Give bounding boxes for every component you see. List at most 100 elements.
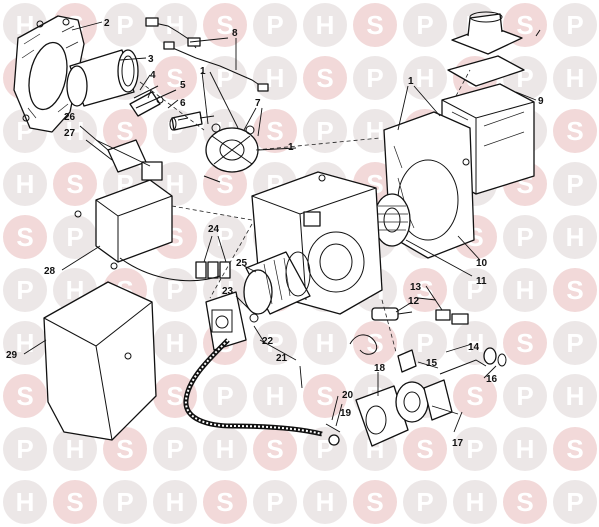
watermark-circle [453, 268, 497, 312]
watermark-circle [503, 480, 547, 524]
watermark-circle [103, 480, 147, 524]
callout-13: 13 [410, 282, 422, 293]
callout-8: 8 [232, 28, 238, 39]
watermark-letter: S [166, 381, 183, 411]
watermark-letter: P [266, 10, 283, 40]
watermark-letter: P [566, 487, 583, 517]
callout-11: 11 [476, 276, 487, 287]
watermark-letter: P [566, 10, 583, 40]
part-fan-impeller [373, 193, 411, 247]
watermark-letter: S [516, 10, 533, 40]
watermark-circle [203, 3, 247, 47]
watermark-circle [103, 3, 147, 47]
watermark-letter: P [466, 434, 483, 464]
callout-1-disc: 1 [288, 142, 294, 153]
watermark-letter: S [116, 434, 133, 464]
watermark-circle [153, 268, 197, 312]
watermark-letter: H [316, 10, 335, 40]
callout-1-right: 1 [408, 76, 414, 87]
watermark-circle [503, 215, 547, 259]
watermark-letter: S [566, 275, 583, 305]
watermark-circle [3, 480, 47, 524]
watermark-letter: H [266, 381, 285, 411]
watermark-letter: P [416, 10, 433, 40]
watermark-circle [553, 321, 597, 365]
part-blast-tube [66, 49, 139, 107]
watermark-letter: S [216, 169, 233, 199]
watermark-circle [3, 268, 47, 312]
watermark-circle [553, 215, 597, 259]
watermark-letter: H [516, 434, 535, 464]
callout-9: 9 [538, 96, 544, 107]
watermark-letter: P [16, 434, 33, 464]
watermark-circle [153, 480, 197, 524]
watermark-letter: S [66, 169, 83, 199]
watermark-circle [553, 480, 597, 524]
watermark-letter: P [516, 381, 533, 411]
watermark-circle [253, 109, 297, 153]
watermark-circle [553, 56, 597, 100]
watermark-circle [503, 427, 547, 471]
watermark-circle [303, 56, 347, 100]
watermark-letter: P [316, 116, 333, 146]
watermark-letter: P [266, 487, 283, 517]
watermark-letter: S [316, 63, 333, 93]
watermark-circle [203, 427, 247, 471]
assembly-dash-lines [139, 69, 471, 353]
part-solenoid [349, 307, 469, 355]
watermark-letter: H [216, 434, 235, 464]
callout-19: 19 [340, 408, 352, 419]
watermark-letter: S [216, 10, 233, 40]
watermark-letter: H [166, 10, 185, 40]
watermark-letter: H [166, 328, 185, 358]
watermark-circle [503, 268, 547, 312]
callout-14: 14 [468, 342, 480, 353]
watermark-letter: H [66, 434, 85, 464]
watermark-letter: H [316, 487, 335, 517]
part-tube-connector [169, 111, 215, 131]
watermark-circle [353, 56, 397, 100]
watermark-circle [203, 215, 247, 259]
watermark-letter: H [66, 116, 85, 146]
watermark-letter: S [516, 328, 533, 358]
watermark-letter: P [166, 275, 183, 305]
part-flexible-hose [183, 338, 323, 437]
watermark-circle [203, 374, 247, 418]
part-terminal-block [195, 261, 231, 279]
watermark-circle [3, 215, 47, 259]
watermark-letter: P [566, 169, 583, 199]
callout-17: 17 [452, 438, 464, 449]
watermark-letter: H [566, 63, 585, 93]
watermark-circle [253, 480, 297, 524]
watermark-circle [303, 321, 347, 365]
callout-10: 10 [476, 258, 488, 269]
watermark-circle [403, 56, 447, 100]
part-flange-gasket [13, 15, 85, 133]
watermark-letter: H [566, 222, 585, 252]
watermark-letter: S [16, 381, 33, 411]
watermark-circle [303, 3, 347, 47]
callout-27: 27 [64, 128, 76, 139]
watermark-letter: S [416, 275, 433, 305]
callout-1-top: 1 [200, 66, 206, 77]
watermark-letter: H [266, 63, 285, 93]
watermark-circle [3, 374, 47, 418]
callout-4: 4 [150, 70, 156, 81]
watermark-circle [553, 268, 597, 312]
watermark-letter: S [66, 487, 83, 517]
watermark-circle [553, 109, 597, 153]
callout-26: 26 [64, 112, 76, 123]
watermark-circle [153, 56, 197, 100]
part-control-box [74, 139, 221, 282]
watermark-circle [553, 162, 597, 206]
watermark-letter: P [416, 487, 433, 517]
watermark-letter: H [166, 169, 185, 199]
watermark-letter: H [366, 116, 385, 146]
watermark-letter: H [466, 328, 485, 358]
callout-3: 3 [148, 54, 154, 65]
callout-15: 15 [426, 358, 438, 369]
watermark-letter: S [116, 116, 133, 146]
callout-7: 7 [255, 98, 261, 109]
watermark-circle [53, 480, 97, 524]
